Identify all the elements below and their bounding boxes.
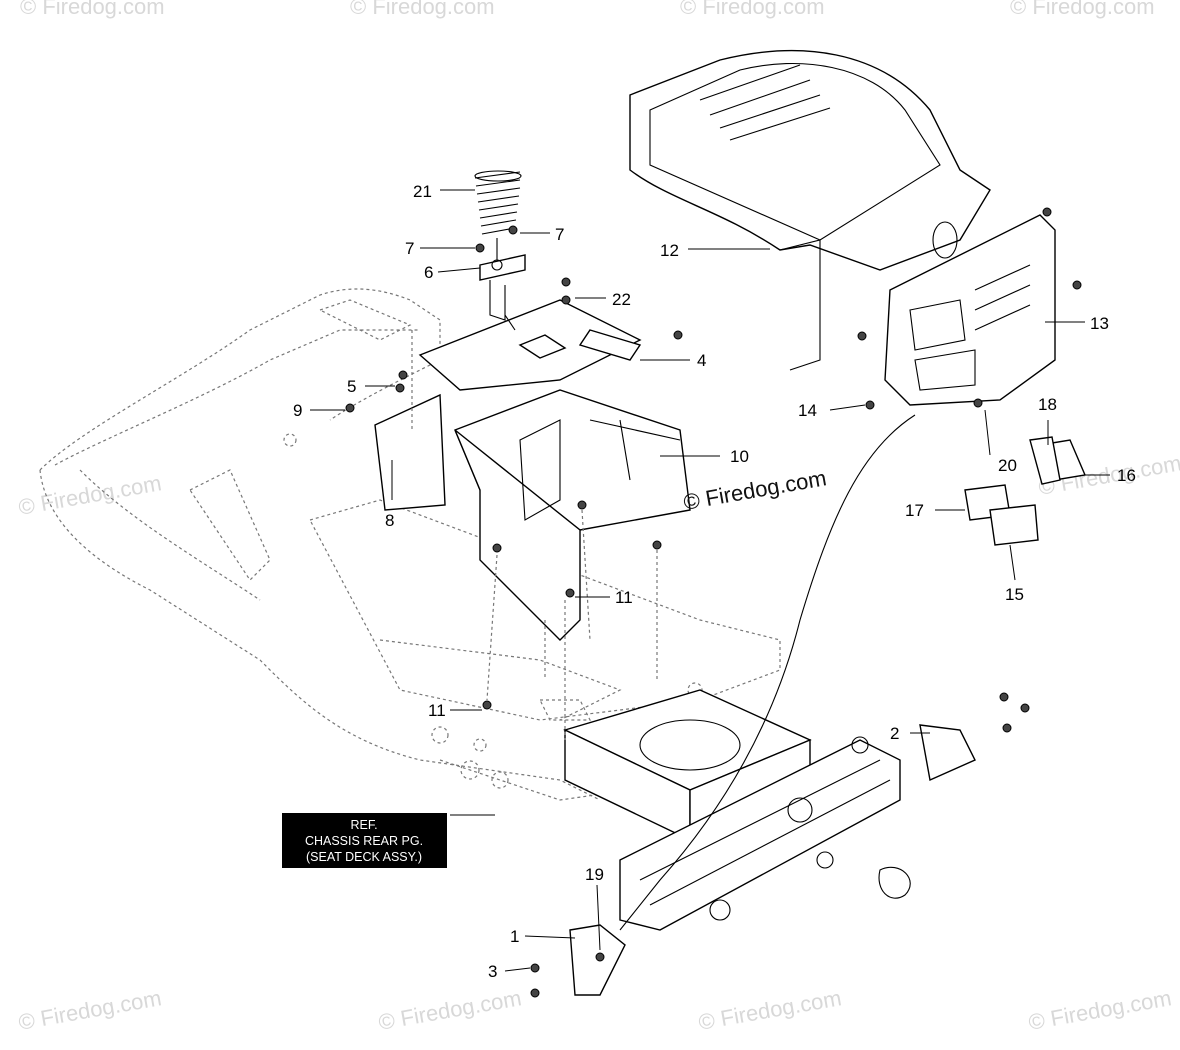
callout-20: 20 bbox=[998, 456, 1017, 475]
light-lenses bbox=[964, 436, 1086, 546]
leader-lines bbox=[310, 189, 1110, 972]
callout-1: 1 bbox=[510, 927, 519, 946]
bracket-2 bbox=[919, 724, 976, 782]
fastener-guides bbox=[411, 330, 658, 740]
steering-bracket bbox=[479, 254, 526, 331]
callout-21: 21 bbox=[413, 182, 432, 201]
callouts: 21 7 7 6 22 12 4 5 9 8 10 11 11 13 14 18… bbox=[293, 182, 1136, 981]
callout-14: 14 bbox=[798, 401, 817, 420]
callout-10: 10 bbox=[730, 447, 749, 466]
callout-15: 15 bbox=[1005, 585, 1024, 604]
dash-tower bbox=[418, 299, 691, 641]
callout-22: 22 bbox=[612, 290, 631, 309]
ref-line-3: (SEAT DECK ASSY.) bbox=[306, 850, 422, 864]
hood-12 bbox=[629, 49, 991, 371]
watermark-text: © Firedog.com bbox=[680, 0, 825, 19]
watermark-text: © Firedog.com bbox=[17, 985, 164, 1035]
fasteners bbox=[345, 207, 1082, 998]
callout-17: 17 bbox=[905, 501, 924, 520]
chassis-frame bbox=[563, 689, 911, 931]
brand-watermark: © Firedog.com bbox=[682, 465, 829, 515]
callout-11: 11 bbox=[428, 701, 446, 720]
wire-harness bbox=[619, 414, 916, 931]
reference-box: REF. CHASSIS REAR PG. (SEAT DECK ASSY.) bbox=[282, 813, 447, 868]
side-panel-8 bbox=[374, 393, 446, 511]
ref-line-2: CHASSIS REAR PG. bbox=[305, 834, 423, 848]
callout-7: 7 bbox=[555, 225, 564, 244]
callout-18: 18 bbox=[1038, 395, 1057, 414]
watermark-text: © Firedog.com bbox=[377, 985, 524, 1035]
watermark-text: © Firedog.com bbox=[17, 470, 164, 520]
spring-21 bbox=[474, 170, 522, 260]
callout-3: 3 bbox=[488, 962, 497, 981]
callout-16: 16 bbox=[1117, 466, 1136, 485]
callout-4: 4 bbox=[697, 351, 706, 370]
callout-2: 2 bbox=[890, 724, 899, 743]
grille-13 bbox=[884, 214, 1056, 406]
callout-7: 7 bbox=[405, 239, 414, 258]
callout-5: 5 bbox=[347, 377, 356, 396]
ref-line-1: REF. bbox=[350, 818, 377, 832]
callout-13: 13 bbox=[1090, 314, 1109, 333]
callout-6: 6 bbox=[424, 263, 433, 282]
watermark-text: © Firedog.com bbox=[350, 0, 495, 19]
watermark-text: © Firedog.com bbox=[20, 0, 165, 19]
watermark-text: © Firedog.com bbox=[1027, 985, 1174, 1035]
watermark-text: © Firedog.com bbox=[1010, 0, 1155, 19]
callout-9: 9 bbox=[293, 401, 302, 420]
callout-11: 11 bbox=[615, 588, 633, 607]
watermark-text: © Firedog.com bbox=[697, 985, 844, 1035]
callout-12: 12 bbox=[660, 241, 679, 260]
callout-8: 8 bbox=[385, 511, 394, 530]
callout-19: 19 bbox=[585, 865, 604, 884]
reference-box-bg bbox=[282, 813, 447, 868]
